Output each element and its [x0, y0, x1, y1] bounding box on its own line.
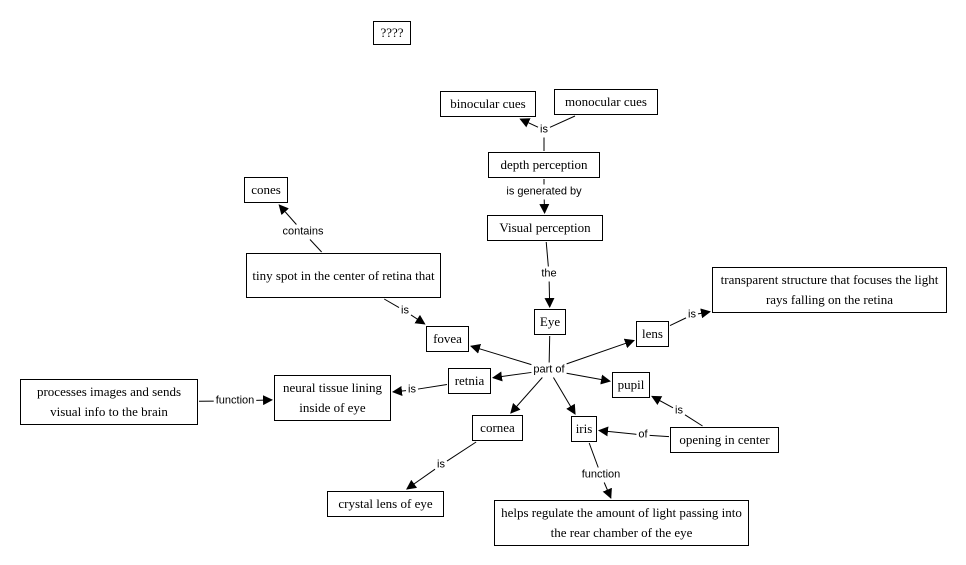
edge-arrow-function_iris-helps	[602, 482, 612, 499]
edge-arrow-partof-pupil	[566, 372, 611, 385]
link-label-is[interactable]: is	[436, 458, 446, 472]
concept-label: retnia	[454, 373, 485, 388]
link-label-is[interactable]: is	[687, 308, 697, 322]
concept-depth-perception[interactable]: depth perception	[488, 152, 600, 178]
concept-retina[interactable]: retnia	[448, 368, 491, 394]
concept-lens[interactable]: lens	[636, 321, 669, 347]
concept-neural-tissue[interactable]: neural tissue lining inside of eye	[274, 375, 391, 421]
concept-label: monocular cues	[565, 94, 647, 109]
concept-tiny-spot[interactable]: tiny spot in the center of retina that	[246, 253, 441, 298]
concept-processes-images[interactable]: processes images and sends visual info t…	[20, 379, 198, 425]
concept-visual-perception[interactable]: Visual perception	[487, 215, 603, 241]
edge-arrow-contains-cones	[278, 204, 297, 225]
concept-label: iris	[575, 421, 593, 436]
edge-arrow-the-eye	[544, 281, 555, 308]
link-label-is-generated-by[interactable]: is generated by	[505, 185, 583, 199]
concept-eye[interactable]: Eye	[534, 309, 566, 335]
edge-monocular-is_cues	[549, 115, 576, 128]
edge-arrow-partof-fovea	[470, 344, 532, 366]
concept-pupil[interactable]: pupil	[612, 372, 650, 398]
concept-opening-in-center[interactable]: opening in center	[670, 427, 779, 453]
edge-arrow-is_cues-binocular	[519, 118, 539, 128]
concept-label: transparent structure that focuses the l…	[720, 272, 939, 307]
edge-cornea-is_cornea	[446, 441, 477, 462]
concept-label: processes images and sends visual info t…	[36, 384, 182, 419]
concept-label: opening in center	[679, 432, 770, 447]
link-label-is[interactable]: is	[400, 304, 410, 318]
concept-label: neural tissue lining inside of eye	[283, 380, 382, 415]
concept-label: cornea	[480, 420, 515, 435]
edge-arrow-is_fovea-fovea	[410, 314, 426, 325]
concept-label: crystal lens of eye	[338, 496, 433, 511]
concept-label: tiny spot in the center of retina that	[252, 267, 435, 283]
edge-arrow-is_lens-lensdef	[697, 308, 711, 319]
link-label-function[interactable]: function	[580, 468, 622, 482]
link-label-is[interactable]: is	[539, 123, 549, 137]
edge-visual-the	[545, 241, 549, 267]
concept-monocular-cues[interactable]: monocular cues	[554, 89, 658, 115]
concept-label: binocular cues	[450, 96, 526, 111]
concept-iris[interactable]: iris	[571, 416, 597, 442]
edge-opening-is_pupil	[684, 414, 703, 427]
concept-cones[interactable]: cones	[244, 177, 288, 203]
concept-label: lens	[642, 326, 663, 341]
link-label-is[interactable]: is	[407, 383, 417, 397]
concept-binocular-cues[interactable]: binocular cues	[440, 91, 536, 117]
edge-arrow-is_neural-neural	[392, 386, 407, 396]
concept-cornea[interactable]: cornea	[472, 415, 523, 441]
concept-label: depth perception	[500, 157, 588, 172]
concept-fovea[interactable]: fovea	[426, 326, 469, 352]
link-label-part-of[interactable]: part of	[532, 363, 566, 377]
edge-lens-is_lens	[669, 317, 687, 327]
concept-crystal-lens[interactable]: crystal lens of eye	[327, 491, 444, 517]
edge-arrow-of_iris-iris	[598, 426, 637, 437]
concept-label: fovea	[433, 331, 462, 346]
link-label-function[interactable]: function	[214, 394, 256, 408]
concept-helps-regulate[interactable]: helps regulate the amount of light passi…	[494, 500, 749, 546]
concept-label: ????	[380, 25, 404, 40]
edge-arrow-is_cornea-crystal	[406, 468, 436, 490]
edge-opening-of_iris	[649, 434, 670, 438]
edge-tinyspot-contains	[309, 239, 322, 253]
concept-lens-definition[interactable]: transparent structure that focuses the l…	[712, 267, 947, 313]
edge-arrow-partof-iris	[553, 377, 576, 415]
concept-label: cones	[251, 182, 281, 197]
concept-label: pupil	[617, 377, 645, 392]
link-label-the[interactable]: the	[540, 267, 558, 281]
edge-arrow-is_pupil-pupil	[651, 395, 674, 409]
edge-retina-is_neural	[417, 384, 448, 390]
link-label-of[interactable]: of	[637, 428, 649, 442]
concept-label: Eye	[539, 314, 561, 329]
concept-label: helps regulate the amount of light passi…	[501, 505, 742, 540]
edge-arrow-partof-cornea	[510, 377, 543, 414]
link-label-is[interactable]: is	[674, 404, 684, 418]
concept-unknown[interactable]: ????	[373, 21, 411, 45]
edge-arrow-partof-lens	[566, 338, 635, 365]
link-label-contains[interactable]: contains	[281, 225, 325, 239]
edge-eye-partof	[548, 335, 551, 363]
concept-label: Visual perception	[499, 220, 591, 235]
edge-tinyspot-is_fovea	[383, 298, 400, 308]
edge-arrow-partof-retina	[492, 371, 532, 382]
edge-iris-function_iris	[588, 442, 599, 468]
